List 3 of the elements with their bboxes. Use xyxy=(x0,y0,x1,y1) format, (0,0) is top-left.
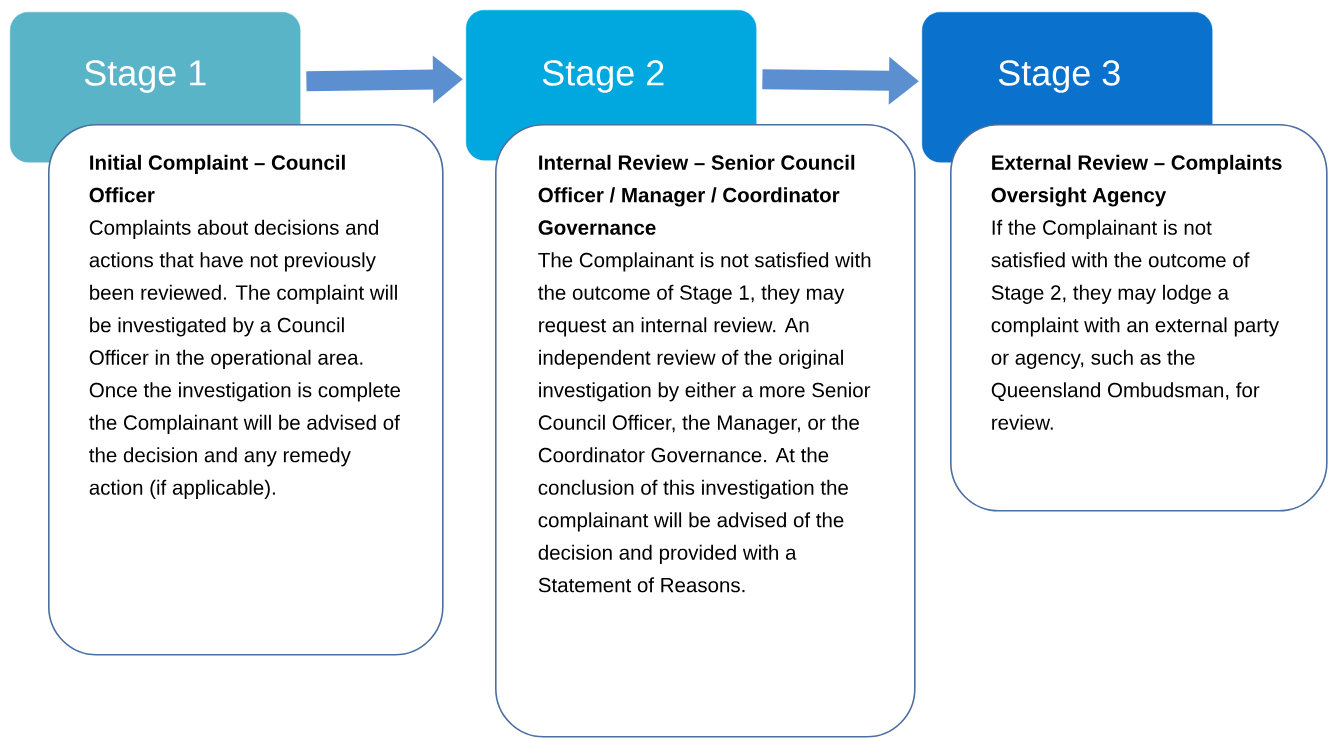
description-box: Internal Review – Senior Council Officer / Manager / Coordinator Governance The Complainant is not satisfied with the outcome of Stage 1, they may request an internal review. An independent review of the original investigation by either a more Senior Council Officer, the Manager, or the Coordinator Governance. At the conclusion of this investigation the complainant will be advised of the decision and provided with a Statement of Reasons. xyxy=(495,124,916,738)
description-box: External Review – Complaints Oversight Agency If the Complainant is not satisfied with the outcome of Stage 2, they may lodge a complaint with an external party or agency, such as the Queensland Ombudsman, for review. xyxy=(950,124,1328,512)
description-box: Initial Complaint – Council Officer Complaints about decisions and actions that have not previously been reviewed. The complaint will be investigated by a Council Officer in the operational area. Once the investigation is complete the Complainant will be advised of the decision and any remedy action (if applicable). xyxy=(48,124,444,656)
